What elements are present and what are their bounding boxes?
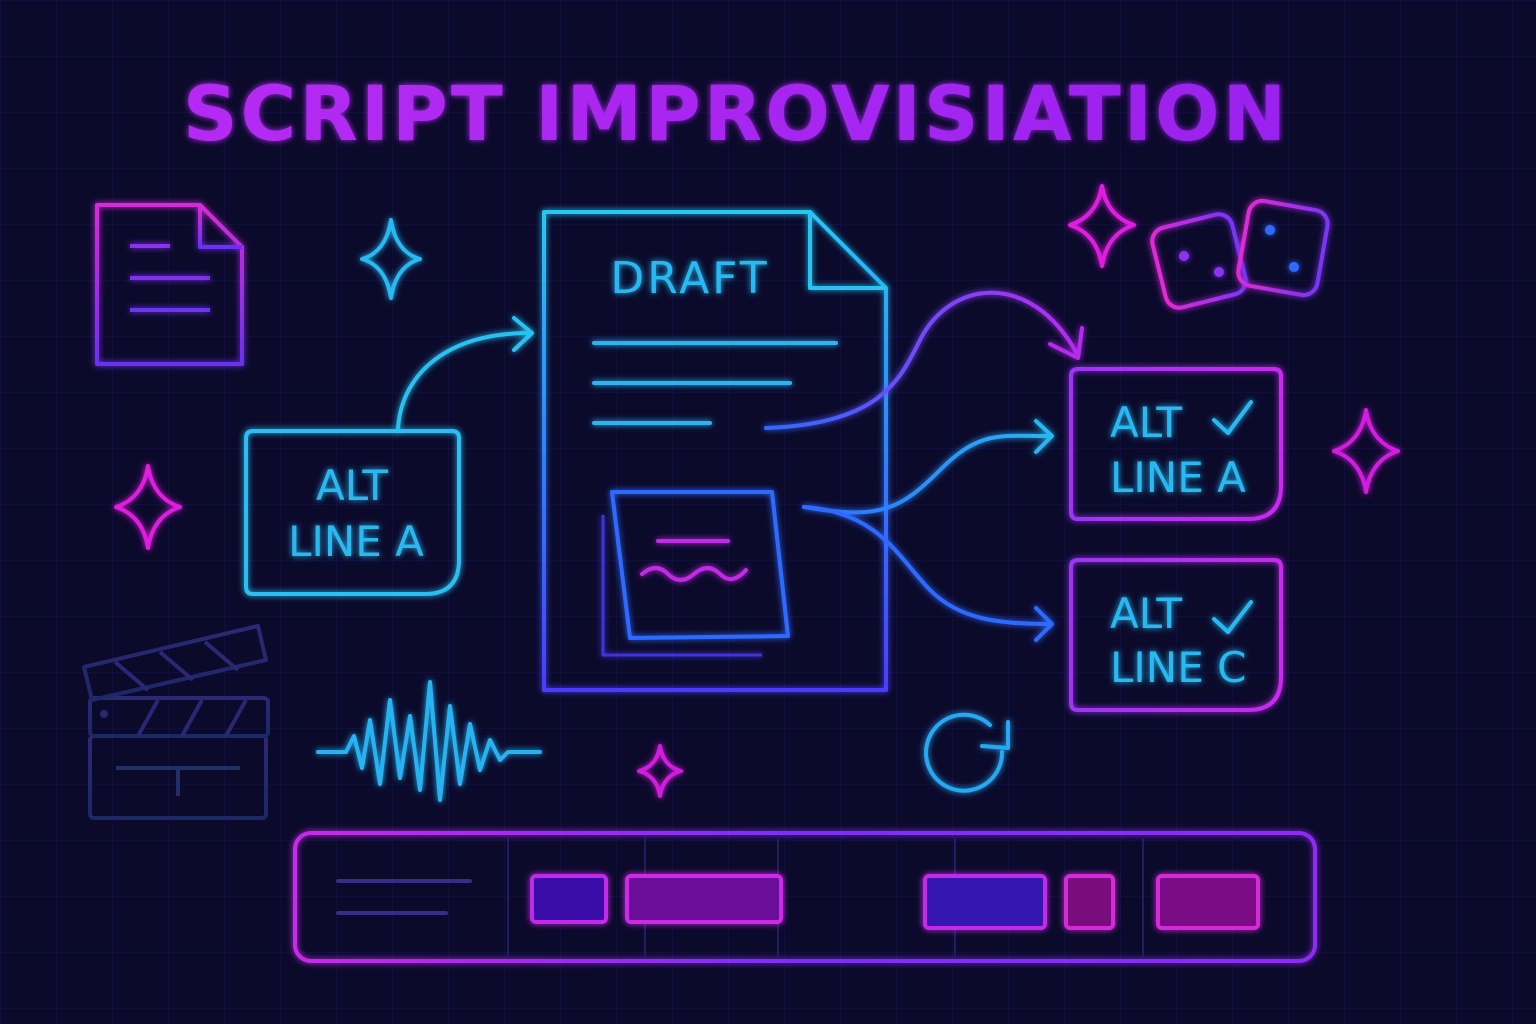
arrow-icon [802, 419, 1054, 515]
alt-card-c-line2: LINE C [1110, 643, 1246, 692]
sparkle-icon [1068, 184, 1136, 268]
arrow-icon [396, 316, 534, 432]
source-card-line2: LINE A [288, 517, 424, 566]
timeline-clip[interactable] [1156, 874, 1260, 930]
arrow-icon [764, 290, 1084, 430]
timeline-clip[interactable] [923, 874, 1047, 930]
alt-card-c[interactable]: ALT LINE C [1069, 558, 1283, 712]
diagram-title: SCRIPT IMPROVISIATION [183, 69, 1289, 158]
alt-card-c-line1: ALT [1110, 589, 1182, 638]
waveform-icon [316, 680, 542, 802]
timeline-track[interactable] [293, 831, 1317, 963]
document-icon [95, 203, 244, 366]
refresh-icon[interactable] [924, 712, 1010, 793]
timeline-clip[interactable] [1064, 874, 1115, 930]
alt-card-a[interactable]: ALT LINE A [1069, 367, 1283, 521]
dice-icon [1150, 198, 1330, 310]
timeline-clip[interactable] [530, 874, 608, 924]
arrow-icon [802, 505, 1054, 642]
source-alt-card[interactable]: ALT LINE A [244, 429, 461, 596]
source-card-line1: ALT [316, 461, 388, 510]
sparkle-icon [1332, 408, 1400, 494]
draft-document[interactable]: DRAFT [542, 210, 888, 692]
sparkle-icon [360, 218, 422, 300]
clapperboard-icon [82, 624, 270, 820]
sparkle-icon [114, 464, 182, 550]
check-icon [1212, 600, 1253, 634]
check-icon [1212, 400, 1253, 435]
alt-card-a-line1: ALT [1110, 398, 1182, 447]
alt-card-a-line2: LINE A [1110, 453, 1246, 502]
sticky-note-icon [601, 490, 790, 657]
sparkle-icon [637, 744, 683, 798]
timeline-clip[interactable] [625, 874, 783, 924]
draft-label: DRAFT [610, 253, 769, 304]
